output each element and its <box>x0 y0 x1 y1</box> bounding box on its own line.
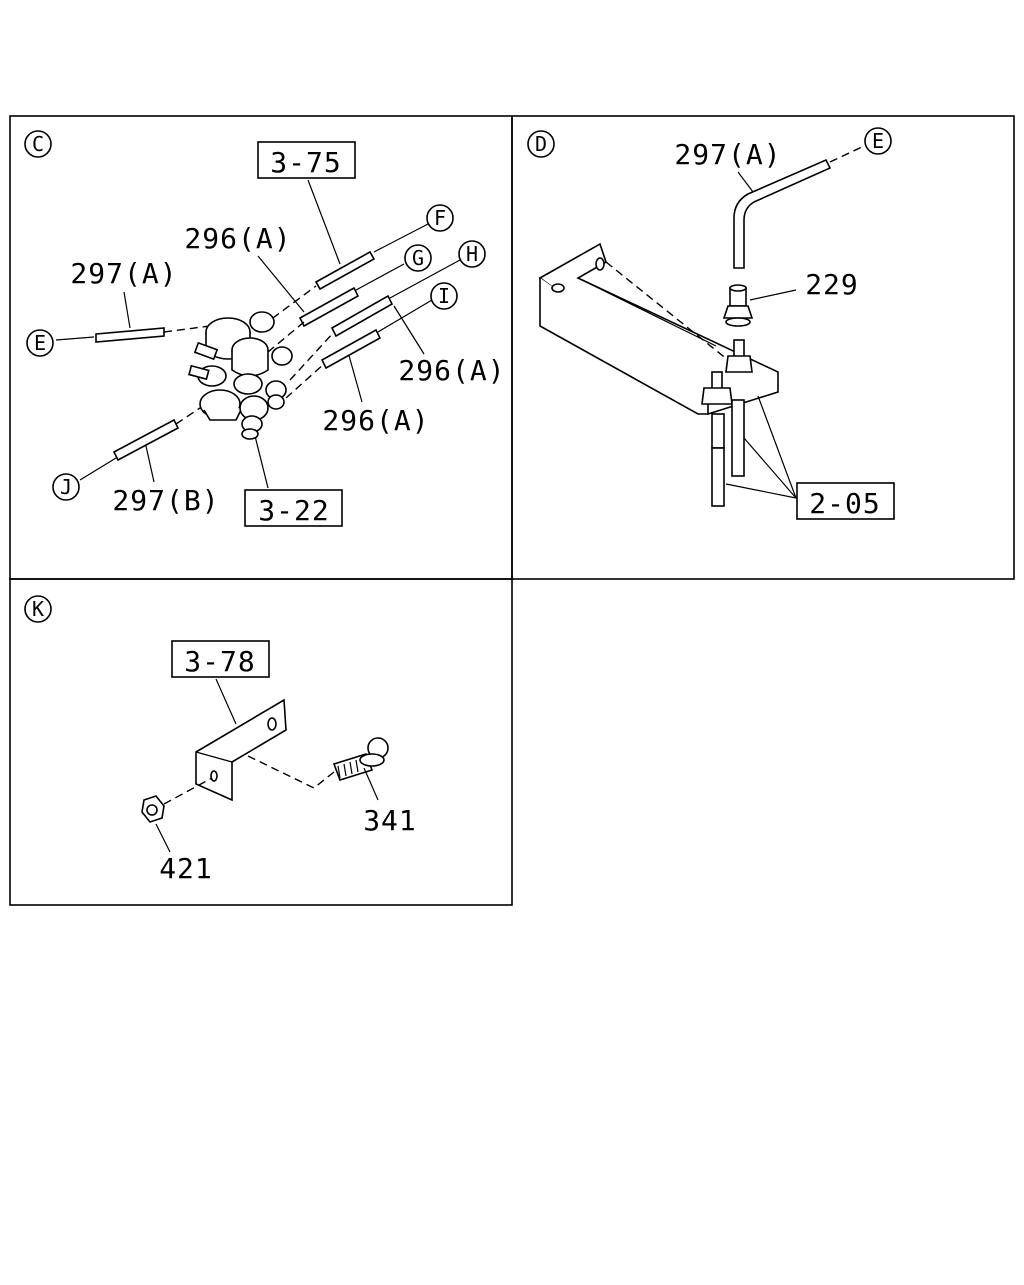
leader-296a-top <box>257 255 305 313</box>
connector-g-label: G <box>412 246 424 270</box>
ref-label-3-78: 3-78 <box>184 645 255 678</box>
dash-297a <box>163 325 211 333</box>
ref-label-3-22: 3-22 <box>258 494 329 527</box>
hose-297a-d-shape <box>733 158 832 269</box>
connector-e-d-label: E <box>872 129 884 153</box>
panel-d-frame <box>511 115 1015 580</box>
hose-label-297a-d: 297(A) <box>674 138 781 171</box>
leader-341 <box>363 767 379 801</box>
leader-3-75 <box>307 179 341 265</box>
bracket-d <box>538 242 779 415</box>
leader-229 <box>749 289 797 301</box>
panel-c-marker-circle <box>24 130 52 158</box>
leader-2-05-c <box>725 483 797 499</box>
dash-h <box>289 331 335 381</box>
leader-421 <box>155 823 171 853</box>
dash-i <box>285 363 325 399</box>
hose-label-296a-bottom: 296(A) <box>322 404 429 437</box>
panel-d-marker-circle <box>527 130 555 158</box>
hose-label-297b: 297(B) <box>112 484 219 517</box>
connector-e-d-circle <box>864 127 892 155</box>
line-f <box>373 223 429 253</box>
part-label-421: 421 <box>159 852 213 885</box>
panel-k-frame <box>9 578 513 906</box>
line-j <box>79 457 117 481</box>
connector-h-circle <box>458 240 486 268</box>
fitting-229 <box>722 284 754 327</box>
part-label-341: 341 <box>363 804 417 837</box>
leader-3-22 <box>253 431 269 489</box>
leader-3-78 <box>215 678 237 725</box>
connector-f-label: F <box>434 206 446 230</box>
studs-d <box>701 339 753 507</box>
ref-box-3-22 <box>244 489 343 527</box>
ref-label-3-75: 3-75 <box>270 146 341 179</box>
leader-2-05-a <box>757 395 797 499</box>
connector-e-label: E <box>34 331 46 355</box>
panel-k-marker-circle <box>24 595 52 623</box>
bolt-341 <box>332 737 389 781</box>
connector-f-circle <box>426 204 454 232</box>
connector-j-circle <box>52 473 80 501</box>
ref-label-2-05: 2-05 <box>809 487 880 520</box>
dash-bolt <box>247 755 335 789</box>
panel-c: C 3-75 296(A) 297(A) 296(A) 296(A) 297(B… <box>24 130 505 527</box>
connector-h-label: H <box>466 242 478 266</box>
leader-296a-right <box>393 305 425 355</box>
nut-421 <box>141 795 165 823</box>
dash-e-d <box>829 145 865 163</box>
line-e <box>55 336 95 341</box>
dash-g <box>267 321 305 353</box>
dash-nut <box>163 777 213 805</box>
dash-top <box>261 285 317 327</box>
connector-i-label: I <box>438 284 450 308</box>
hose-i-shape <box>320 328 382 370</box>
connections-c <box>55 223 461 481</box>
connector-i-circle <box>430 282 458 310</box>
leader-2-05-b <box>743 437 797 499</box>
panel-k-marker: K <box>32 597 44 621</box>
ref-box-3-78 <box>171 640 270 678</box>
line-i <box>377 299 433 333</box>
line-h <box>389 259 461 299</box>
panel-k: K 3-78 341 421 <box>24 595 417 885</box>
panel-d: D 297(A) E 229 <box>527 127 895 520</box>
hose-297b-shape <box>112 418 180 462</box>
line-g <box>355 263 405 291</box>
connector-g-circle <box>404 244 432 272</box>
panel-c-marker: C <box>32 132 44 156</box>
valve-assembly <box>188 311 293 440</box>
hose-top-shape <box>314 250 376 291</box>
connector-j-label: J <box>60 475 72 499</box>
bracket-k <box>195 698 287 802</box>
panel-frames <box>9 115 1015 906</box>
hose-label-296a-top: 296(A) <box>184 222 291 255</box>
leader-297a <box>123 291 131 329</box>
hose-h-shape <box>330 294 394 338</box>
ref-box-2-05 <box>796 482 895 520</box>
panel-d-marker: D <box>535 132 547 156</box>
hoses-c <box>95 250 394 462</box>
part-label-229: 229 <box>805 268 859 301</box>
hose-label-297a: 297(A) <box>70 257 177 290</box>
connector-e-circle <box>26 329 54 357</box>
leader-296a-bottom <box>347 351 363 403</box>
hose-297a-shape <box>95 327 165 343</box>
leader-297b <box>145 445 155 483</box>
ref-box-3-75 <box>257 141 356 179</box>
hose-label-296a-right: 296(A) <box>398 354 505 387</box>
